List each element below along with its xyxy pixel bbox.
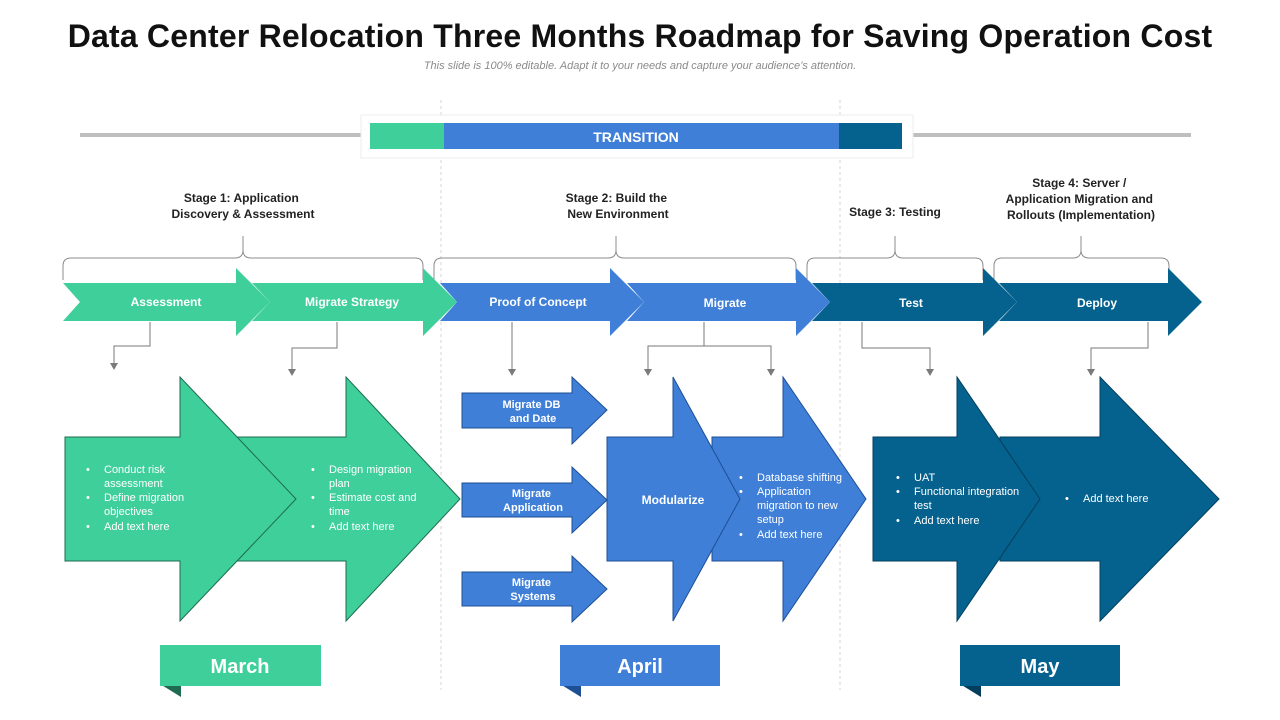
step-migrate-strategy (252, 268, 457, 336)
bullet: • (311, 521, 315, 533)
stage-1-label: Stage 1: Application Discovery & Assessm… (172, 191, 315, 221)
stage-2-brace (433, 236, 797, 280)
month-march (160, 645, 321, 686)
arrowhead (926, 369, 934, 376)
bullet: • (739, 529, 743, 541)
step-label: Proof of Concept (489, 295, 586, 309)
detail-arrow-assessment (64, 375, 297, 623)
step-test (812, 268, 1017, 336)
column-dividers (440, 100, 841, 690)
poc-arrow-systems (461, 554, 608, 624)
bullet-text: Application migration to new setup (757, 486, 841, 526)
bullet-text: Database shifting (757, 472, 842, 484)
connector-arrowheads (110, 363, 1095, 376)
detail-arrow-strategy (231, 375, 461, 623)
stage-3-label: Stage 3: Testing (849, 205, 941, 219)
connector (647, 322, 772, 370)
bullet-text: Add text here (104, 521, 169, 533)
detail-texts: • Conduct risk assessment • Define migra… (86, 464, 1148, 541)
arrowhead (1087, 369, 1095, 376)
detail-arrow-modularize (606, 376, 741, 622)
step-label: Migrate (704, 296, 747, 310)
step-proof-of-concept (440, 268, 644, 336)
arrowhead (288, 369, 296, 376)
connector (861, 322, 931, 370)
bullet-text: Add text here (329, 521, 394, 533)
month-ribbons: March April May (160, 645, 1120, 697)
stage-3-brace (806, 236, 984, 280)
step-assessment (63, 268, 270, 336)
connector (291, 322, 338, 370)
poc-label: Migrate DB and Date (502, 399, 563, 425)
arrowhead (508, 369, 516, 376)
bullet-text: Estimate cost and time (329, 492, 420, 518)
step-label: Test (899, 296, 923, 310)
bullet-text: Add text here (1083, 493, 1148, 505)
step-deploy (999, 268, 1202, 336)
arrowhead (644, 369, 652, 376)
bullet-text: Add text here (914, 515, 979, 527)
bullet-text: Add text here (757, 529, 822, 541)
transition-bar: TRANSITION (80, 114, 1191, 159)
bullet-text: Conduct risk assessment (104, 464, 168, 490)
bullet: • (896, 472, 900, 484)
ribbon-fold (160, 684, 181, 697)
bullet: • (86, 464, 90, 476)
bullet: • (1065, 493, 1069, 505)
bullet-text: Define migration objectives (104, 492, 187, 518)
month-label: April (617, 656, 663, 678)
connector (1090, 322, 1149, 370)
stage-4-brace (993, 236, 1170, 280)
arrowhead (767, 369, 775, 376)
transition-segment-navy (839, 123, 902, 149)
stage-2-label: Stage 2: Build the New Environment (566, 191, 671, 221)
step-label: Assessment (131, 295, 202, 309)
poc-arrows: Migrate DB and Date Migrate Application … (461, 375, 608, 624)
bullet: • (86, 492, 90, 504)
detail-arrow-migration (711, 375, 867, 623)
page-subtitle: This slide is 100% editable. Adapt it to… (423, 60, 857, 72)
detail-arrows (64, 375, 1220, 623)
connector (113, 322, 151, 364)
month-april (560, 645, 720, 686)
bullet-text: Design migration plan (329, 464, 415, 490)
month-label: May (1021, 656, 1061, 678)
ribbon-fold (560, 684, 581, 697)
poc-label: Migrate Application (503, 488, 563, 514)
bullet-text: Functional integration test (914, 486, 1022, 512)
ribbon-fold (960, 684, 981, 697)
stage-labels: Stage 1: Application Discovery & Assessm… (172, 176, 1157, 222)
bullet: • (311, 464, 315, 476)
step-migrate (627, 268, 830, 336)
steps-row: Assessment Migrate Strategy Proof of Con… (63, 268, 1202, 336)
poc-arrow-application (461, 465, 608, 535)
transition-label: TRANSITION (593, 129, 679, 145)
connectors (113, 322, 1149, 370)
bullet: • (896, 515, 900, 527)
bullet: • (86, 521, 90, 533)
stage-braces (62, 236, 1170, 280)
poc-arrow-db (461, 375, 608, 446)
step-label: Deploy (1077, 296, 1117, 310)
bullet: • (896, 486, 900, 498)
bullet-text: UAT (914, 472, 935, 484)
transition-segment-blue (444, 123, 839, 149)
modularize-label: Modularize (642, 493, 705, 507)
month-label: March (211, 656, 270, 678)
stage-4-label: Stage 4: Server / Application Migration … (1006, 176, 1157, 222)
bullet: • (739, 486, 743, 498)
poc-label: Migrate Systems (510, 577, 555, 603)
step-label: Migrate Strategy (305, 295, 399, 309)
bullet: • (739, 472, 743, 484)
arrowhead (110, 363, 118, 370)
month-may (960, 645, 1120, 686)
detail-arrow-test (872, 375, 1041, 623)
transition-segment-green (370, 123, 444, 149)
bullet: • (311, 492, 315, 504)
page-title: Data Center Relocation Three Months Road… (67, 18, 1213, 54)
detail-arrow-deploy (999, 375, 1220, 623)
stage-1-brace (62, 236, 424, 280)
